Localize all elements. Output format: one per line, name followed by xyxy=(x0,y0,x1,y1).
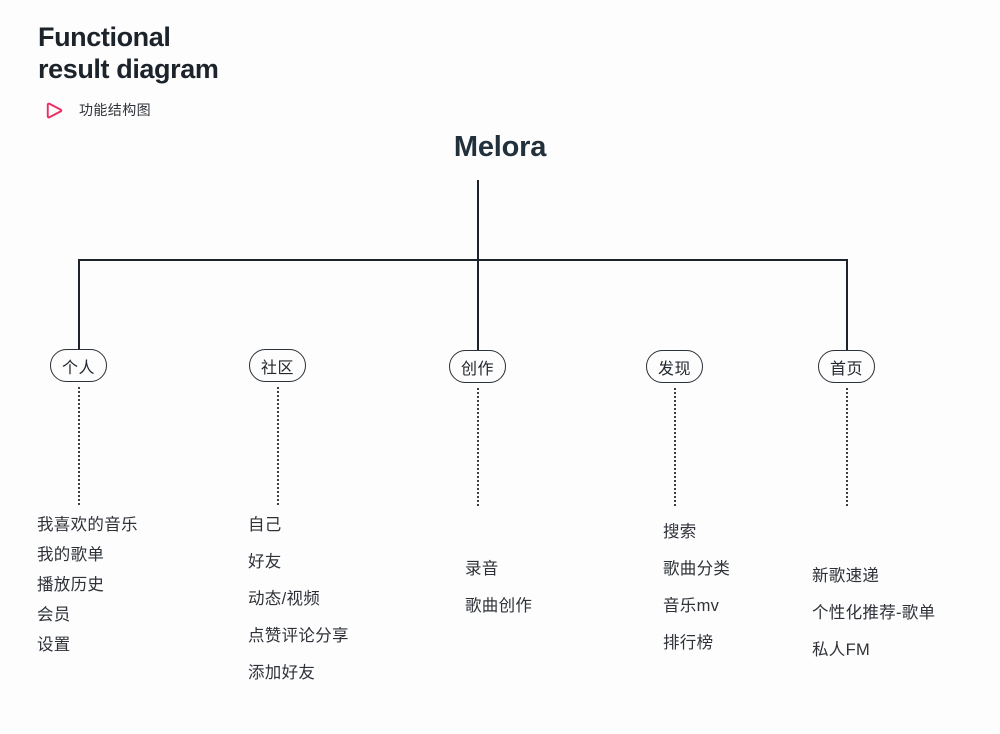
leaf-item[interactable]: 新歌速递 xyxy=(812,567,880,585)
leaf-item[interactable]: 好友 xyxy=(248,553,282,571)
leaf-list-discover: 搜索 歌曲分类 音乐mv 排行榜 xyxy=(663,514,730,662)
header: Functional result diagram 功能结构图 xyxy=(38,22,219,121)
leaf-item[interactable]: 会员 xyxy=(37,606,71,624)
leaf-item[interactable]: 录音 xyxy=(465,560,499,578)
branch-node-label: 发现 xyxy=(657,360,691,378)
branch-node-community[interactable]: 社区 xyxy=(249,349,306,382)
leaf-item[interactable]: 播放历史 xyxy=(37,576,105,594)
leaf-item[interactable]: 点赞评论分享 xyxy=(248,627,349,645)
branch-node-personal[interactable]: 个人 xyxy=(50,349,107,382)
leaf-item[interactable]: 歌曲创作 xyxy=(465,597,533,615)
branch-node-home[interactable]: 首页 xyxy=(818,350,875,383)
leaf-list-community: 自己 好友 动态/视频 点赞评论分享 添加好友 xyxy=(248,507,349,692)
leaf-list-home: 新歌速递 个性化推荐-歌单 私人FM xyxy=(812,558,935,669)
play-triangle-icon xyxy=(44,100,65,121)
leaf-item[interactable]: 动态/视频 xyxy=(248,590,321,608)
branch-node-discover[interactable]: 发现 xyxy=(646,350,703,383)
leaf-connector-dotted-3 xyxy=(477,388,479,506)
branch-node-label: 社区 xyxy=(260,359,294,377)
leaf-item[interactable]: 我的歌单 xyxy=(37,546,105,564)
leaf-item[interactable]: 歌曲分类 xyxy=(663,560,731,578)
branch-bus-line xyxy=(78,259,848,261)
leaf-connector-dotted-2 xyxy=(277,387,279,505)
leaf-item[interactable]: 搜索 xyxy=(663,523,697,541)
branch-node-label: 创作 xyxy=(460,360,494,378)
leaf-connector-dotted-5 xyxy=(846,388,848,506)
branch-connector-line-1 xyxy=(78,259,80,360)
root-connector-line xyxy=(477,180,479,360)
leaf-item[interactable]: 自己 xyxy=(248,516,282,534)
leaf-list-create: 录音 歌曲创作 xyxy=(465,551,532,625)
branch-node-label: 个人 xyxy=(61,359,95,377)
subtitle-label: 功能结构图 xyxy=(79,102,151,119)
leaf-item[interactable]: 添加好友 xyxy=(248,664,316,682)
leaf-connector-dotted-1 xyxy=(78,387,80,505)
subtitle-row: 功能结构图 xyxy=(44,100,218,121)
leaf-item[interactable]: 设置 xyxy=(37,636,71,654)
branch-node-label: 首页 xyxy=(829,360,863,378)
root-node-label: Melora xyxy=(453,131,547,163)
leaf-item[interactable]: 我喜欢的音乐 xyxy=(37,516,138,534)
leaf-item[interactable]: 个性化推荐-歌单 xyxy=(812,604,936,622)
leaf-list-personal: 我喜欢的音乐 我的歌单 播放历史 会员 设置 xyxy=(37,510,138,660)
leaf-item[interactable]: 私人FM xyxy=(812,641,871,659)
branch-node-create[interactable]: 创作 xyxy=(449,350,506,383)
leaf-connector-dotted-4 xyxy=(674,388,676,506)
leaf-item[interactable]: 排行榜 xyxy=(663,634,714,652)
page-title: Functional result diagram xyxy=(38,22,219,84)
branch-connector-line-5 xyxy=(846,259,848,360)
leaf-item[interactable]: 音乐mv xyxy=(663,597,720,615)
